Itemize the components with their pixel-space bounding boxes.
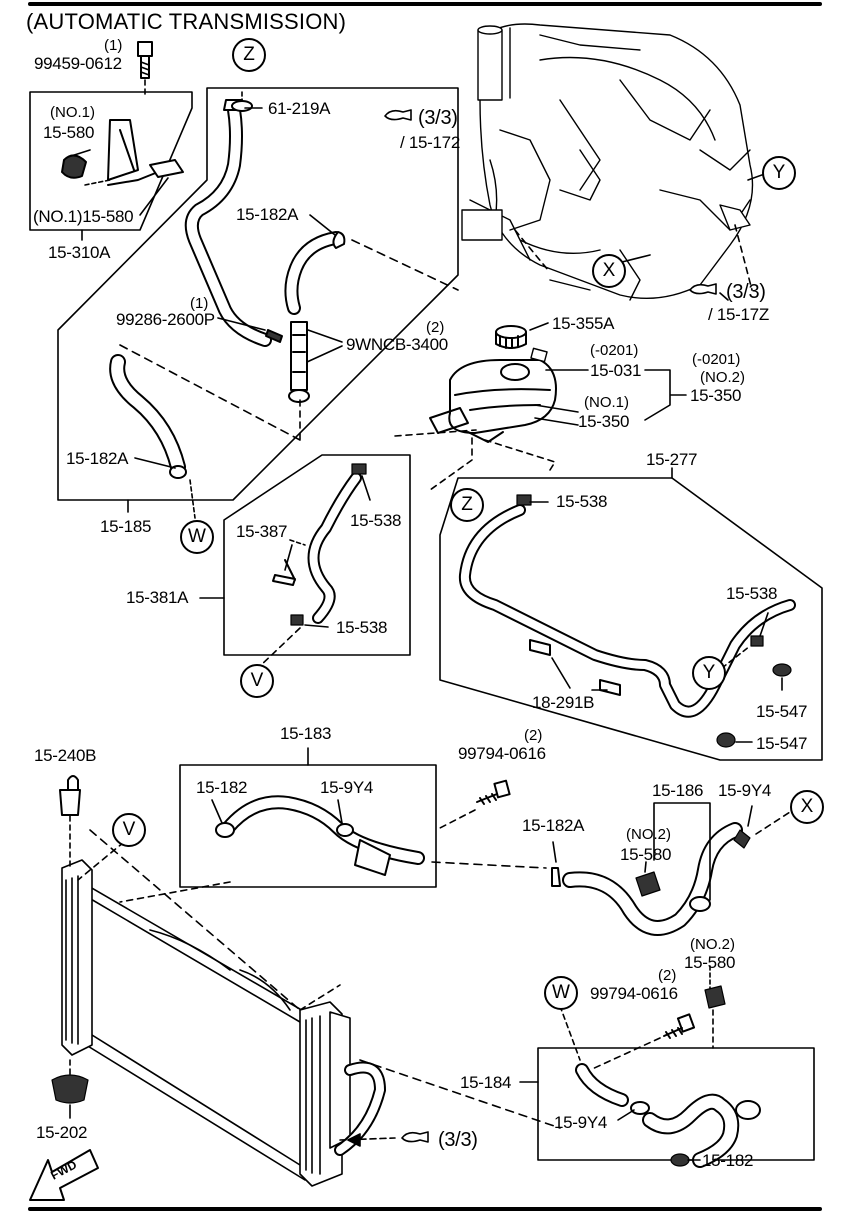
bracket-15-310A (61, 119, 184, 186)
variant-label: (NO.2) (626, 826, 671, 843)
callout-y: Y (762, 156, 796, 190)
part-number-15-240B: 15-240B (34, 746, 97, 765)
callout-z-top: Z (232, 38, 266, 72)
bolt-99459 (137, 41, 153, 79)
part-number-15-580: 15-580 (684, 953, 736, 972)
part-number-15-538: 15-538 (556, 492, 608, 511)
variant-label: (NO.2) (700, 369, 745, 386)
part-number-99286: 99286-2600P (116, 310, 215, 329)
qty-label: (1) (190, 295, 209, 312)
callout-w: W (180, 520, 214, 554)
engine-block (461, 23, 754, 301)
part-number-15-547: 15-547 (756, 734, 808, 753)
qty-label: (2) (658, 967, 677, 984)
callout-w-low: W (544, 976, 578, 1010)
part-number-15-277: 15-277 (646, 450, 698, 469)
bolt-99794-upper (476, 779, 511, 805)
callout-x-low: X (790, 790, 824, 824)
box-15-277 (439, 477, 823, 761)
hose-15-184 (575, 1063, 761, 1168)
part-number-15-183: 15-183 (280, 724, 332, 743)
part-number-15-538: 15-538 (726, 584, 778, 603)
part-number-61-219A: 61-219A (268, 99, 331, 118)
page-reference: / 15-17Z (708, 305, 769, 324)
part-number-15-182A: 15-182A (236, 205, 299, 224)
callout-v-low: V (112, 813, 146, 847)
hose-15-183 (215, 795, 425, 876)
variant-label: (NO.1) (584, 394, 629, 411)
page-reference: (3/3) (726, 281, 766, 303)
part-number-18-291B: 18-291B (532, 693, 595, 712)
part-number-99794: 99794-0616 (458, 744, 546, 763)
part-number-15-355A: 15-355A (552, 314, 615, 333)
part-number-9WNCB: 9WNCB-3400 (346, 335, 448, 354)
callout-v-mid: V (240, 664, 274, 698)
qty-label: (1) (104, 37, 123, 54)
part-number-15-350: 15-350 (578, 412, 630, 431)
part-number-15-184: 15-184 (460, 1073, 512, 1092)
part-number-15-9Y4: 15-9Y4 (718, 781, 772, 800)
part-number-15-580-no1: (NO.1)15-580 (33, 207, 134, 226)
diagram-title: (AUTOMATIC TRANSMISSION) (26, 9, 347, 34)
part-number-15-381A: 15-381A (126, 588, 189, 607)
part-number-15-580: 15-580 (43, 123, 95, 142)
page-reference: / 15-172 (400, 133, 460, 152)
part-number-15-182: 15-182 (196, 778, 248, 797)
part-number-15-538: 15-538 (336, 618, 388, 637)
part-number-15-031: 15-031 (590, 361, 642, 380)
variant-label: (-0201) (692, 351, 741, 368)
hose-15-182A-lower (109, 354, 187, 479)
variant-label: (NO.2) (690, 936, 735, 953)
pipe-joint-9WNCB (265, 321, 310, 403)
page-reference: (3/3) (438, 1129, 478, 1151)
fwd-arrow (29, 1149, 99, 1201)
part-number-15-350-assembly: 15-350 (690, 386, 742, 405)
box-15-381A (223, 454, 411, 656)
callout-y-pipe: Y (692, 656, 726, 690)
cap-15-355A (495, 325, 527, 349)
box-15-185 (57, 87, 459, 501)
hose-15-182A-upper (284, 231, 346, 315)
part-number-15-182A-low: 15-182A (522, 816, 585, 835)
part-number-15-182-low: 15-182 (702, 1151, 754, 1170)
part-number-15-185: 15-185 (100, 517, 152, 536)
part-number-15-182A-lower: 15-182A (66, 449, 129, 468)
part-number-15-310A: 15-310A (48, 243, 111, 262)
reservoir-15-350 (429, 359, 557, 443)
pipe-15-277 (458, 494, 796, 748)
part-number-99459: 99459-0612 (34, 54, 122, 73)
part-number-15-9Y4: 15-9Y4 (320, 778, 374, 797)
callout-z-mid: Z (450, 488, 484, 522)
bolt-99794-lower (663, 1013, 696, 1039)
part-number-15-538: 15-538 (350, 511, 402, 530)
part-number-15-202: 15-202 (36, 1123, 88, 1142)
hose-15-186 (551, 822, 751, 936)
variant-label: (NO.1) (50, 104, 95, 121)
part-number-15-186: 15-186 (652, 781, 704, 800)
part-number-15-580: 15-580 (620, 845, 672, 864)
page-reference: (3/3) (418, 107, 458, 129)
radiator (61, 859, 386, 1187)
part-number-15-387: 15-387 (236, 522, 288, 541)
qty-label: (2) (426, 319, 445, 336)
part-number-99794-lower: 99794-0616 (590, 984, 678, 1003)
part-number-15-9Y4: 15-9Y4 (554, 1113, 608, 1132)
part-number-15-547: 15-547 (756, 702, 808, 721)
qty-label: (2) (524, 727, 543, 744)
variant-label: (-0201) (590, 342, 639, 359)
hose-15-381A (272, 463, 367, 626)
callout-x-engine: X (592, 254, 626, 288)
